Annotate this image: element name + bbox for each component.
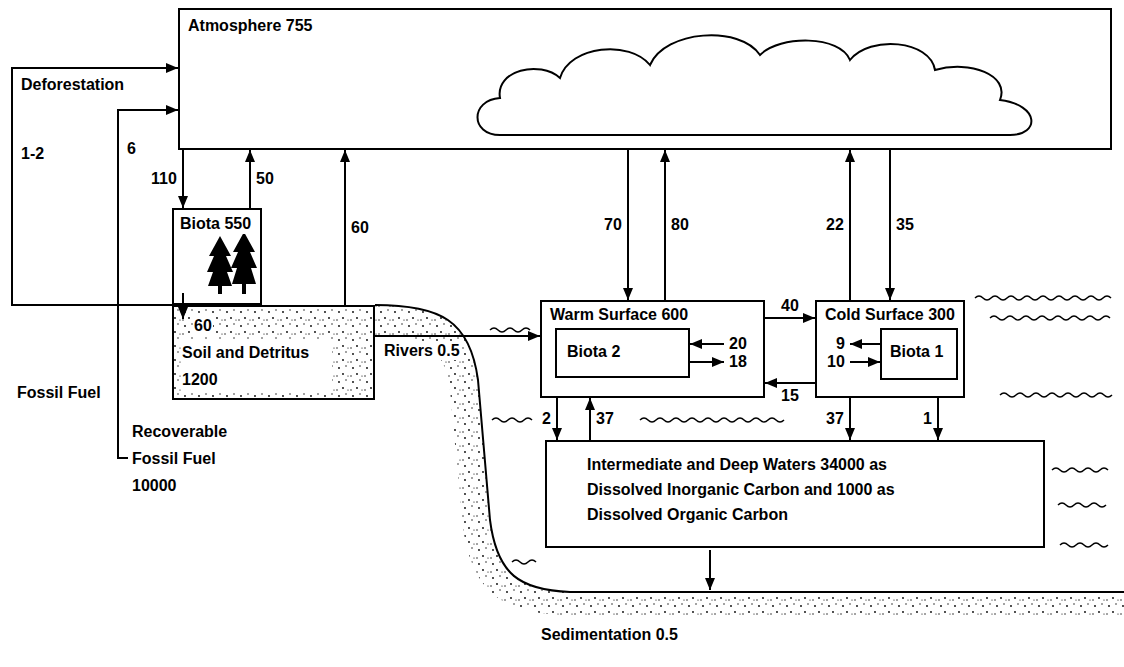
flux-arrow xyxy=(589,398,591,440)
reservoir-label: Cold Surface 300 xyxy=(825,305,955,325)
flux-arrow xyxy=(849,398,851,440)
reservoir-label: Recoverable Fossil Fuel 10000 xyxy=(132,418,247,499)
sedimentation-arrow xyxy=(709,550,711,590)
soil-stipple xyxy=(174,307,373,398)
flux-value: 35 xyxy=(895,216,915,234)
flux-value: 70 xyxy=(603,216,623,234)
flux-value: 110 xyxy=(150,170,178,188)
water-wave xyxy=(490,328,530,332)
water-wave xyxy=(512,560,536,564)
flux-value: 10 xyxy=(826,353,846,371)
reservoir-box: Biota 1 xyxy=(880,328,958,380)
water-wave xyxy=(1000,393,1112,397)
flux-value: 80 xyxy=(670,216,690,234)
reservoir-label: Soil and Detritus 1200 xyxy=(182,339,332,393)
annotation-label: Fossil Fuel xyxy=(16,384,102,402)
flux-arrow xyxy=(118,110,178,458)
reservoir-box: Biota 2 xyxy=(555,328,690,378)
flux-arrow xyxy=(849,150,851,300)
flux-arrow xyxy=(182,150,184,208)
flux-arrow xyxy=(249,150,251,208)
reservoir-box: Intermediate and Deep Waters 34000 as Di… xyxy=(545,440,1045,548)
flux-value: 60 xyxy=(193,317,213,335)
flux-value: 18 xyxy=(728,353,748,371)
flux-value: 20 xyxy=(728,335,748,353)
flux-arrow xyxy=(850,343,880,345)
water-wave xyxy=(1058,503,1106,507)
flux-arrow xyxy=(12,68,178,305)
reservoir-box: Recoverable Fossil Fuel 10000 xyxy=(132,418,252,508)
coastline xyxy=(375,305,1124,592)
flux-arrow xyxy=(690,361,724,363)
flux-value: 15 xyxy=(780,387,800,405)
reservoir-box: Atmosphere 755 xyxy=(178,8,1112,150)
flux-value: Rivers 0.5 xyxy=(383,342,461,360)
reservoir-label: Biota 1 xyxy=(890,342,943,362)
flux-arrow xyxy=(375,335,540,337)
cloud xyxy=(478,35,1032,135)
flux-value: 37 xyxy=(825,410,845,428)
flux-arrow xyxy=(556,398,558,440)
flux-arrow xyxy=(690,343,724,345)
flux-arrow xyxy=(850,361,880,363)
flux-value: 2 xyxy=(541,410,552,428)
reservoir-label: Warm Surface 600 xyxy=(550,305,688,325)
flux-arrow xyxy=(937,398,939,440)
flux-value: 37 xyxy=(595,410,615,428)
flux-value: 6 xyxy=(126,140,137,158)
flux-value: 50 xyxy=(255,170,275,188)
reservoir-label: Biota 550 xyxy=(180,214,251,234)
water-wave xyxy=(1060,543,1108,547)
reservoir-box: Biota 550 xyxy=(172,208,262,305)
annotation-label: Deforestation xyxy=(20,76,125,94)
flux-value: 1 xyxy=(922,410,933,428)
water-wave xyxy=(1052,468,1108,472)
water-wave xyxy=(990,316,1110,320)
flux-arrow xyxy=(627,150,629,300)
tree-symbol xyxy=(207,236,233,294)
water-wave xyxy=(975,296,1111,300)
flux-value: 9 xyxy=(835,335,846,353)
flux-value: 22 xyxy=(825,216,845,234)
flux-value: 60 xyxy=(350,219,370,237)
flux-arrow xyxy=(344,150,346,305)
flux-arrow xyxy=(889,150,891,300)
flux-arrow xyxy=(664,150,666,300)
annotation-label: Sedimentation 0.5 xyxy=(540,626,679,644)
water-wave xyxy=(492,418,532,422)
slope-stipple xyxy=(375,305,1124,615)
flux-arrow xyxy=(765,317,815,319)
flux-value: 40 xyxy=(780,297,800,315)
water-wave xyxy=(640,418,784,422)
reservoir-label: Intermediate and Deep Waters 34000 as Di… xyxy=(587,452,922,527)
flux-arrow xyxy=(765,382,815,384)
flux-value: 1-2 xyxy=(20,145,45,163)
tree-symbol xyxy=(231,232,257,294)
reservoir-label: Atmosphere 755 xyxy=(188,16,313,36)
reservoir-label: Biota 2 xyxy=(567,342,620,362)
